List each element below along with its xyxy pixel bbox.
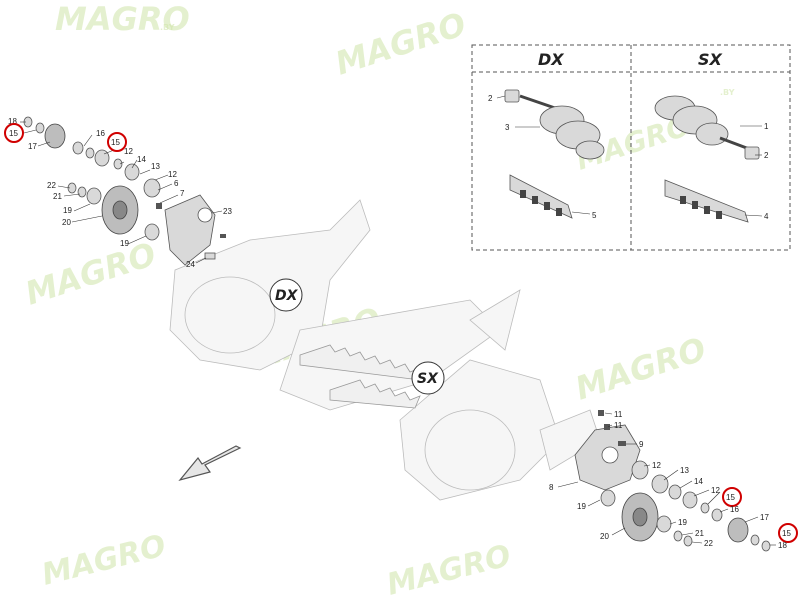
callout-1: 1: [764, 122, 769, 131]
callout-21: 21: [695, 529, 704, 538]
highlight-circle: [722, 487, 742, 507]
inset-box: DX SX: [471, 44, 791, 251]
auger-sx: [654, 95, 760, 223]
watermark-suffix: .BY: [160, 23, 175, 32]
view-label-sx: SX: [411, 361, 445, 395]
callout-13: 13: [151, 162, 160, 171]
view-label-dx: DX: [269, 278, 303, 312]
callout-5: 5: [592, 211, 597, 220]
arrow-down-left-icon: [178, 445, 242, 482]
watermark: MAGRO: [21, 235, 161, 313]
callout-18: 18: [8, 117, 17, 126]
callout-14: 14: [694, 477, 703, 486]
callout-10: 11: [614, 421, 623, 430]
drive-assembly-left: [23, 116, 226, 266]
callout-6: 6: [174, 179, 179, 188]
callout-22: 22: [704, 539, 713, 548]
callout-12: 12: [711, 486, 720, 495]
callout-12: 12: [124, 147, 133, 156]
callout-15: 15: [9, 129, 18, 138]
callout-4: 4: [764, 212, 769, 221]
highlight-circle: [778, 523, 798, 543]
callout-2: 2: [488, 94, 493, 103]
callout-12: 12: [168, 170, 177, 179]
callout-15: 15: [111, 138, 120, 147]
callout-15: 15: [726, 493, 735, 502]
callout-8: 8: [549, 483, 554, 492]
inset-header-dx: DX: [538, 50, 564, 69]
callout-24: 24: [186, 260, 195, 269]
callout-13: 13: [680, 466, 689, 475]
highlight-circle: [4, 123, 24, 143]
callout-9: 9: [639, 440, 644, 449]
callout-12: 12: [652, 461, 661, 470]
callout-21: 21: [53, 192, 62, 201]
callout-20: 20: [62, 218, 71, 227]
callout-18: 18: [778, 541, 787, 550]
callout-17: 17: [28, 142, 37, 151]
callout-7: 7: [180, 189, 185, 198]
callout-19: 19: [63, 206, 72, 215]
callout-11: 11: [614, 410, 623, 419]
callout-22: 22: [47, 181, 56, 190]
callout-19: 19: [577, 502, 586, 511]
watermark: MAGRO: [55, 0, 190, 38]
watermark: MAGRO: [38, 528, 169, 593]
callout-17: 17: [760, 513, 769, 522]
callout-16: 16: [730, 505, 739, 514]
inset-header-sx: SX: [698, 50, 723, 69]
watermark: MAGRO: [571, 330, 711, 408]
callout-16: 16: [96, 129, 105, 138]
sx-label: SX: [417, 371, 439, 387]
callout-2: 2: [764, 151, 769, 160]
callout-19: 19: [678, 518, 687, 527]
auger-dx: [504, 89, 605, 219]
watermark: MAGRO: [331, 5, 471, 83]
highlight-circle: [107, 132, 127, 152]
callout-19: 19: [120, 239, 129, 248]
machine-frame: [169, 199, 601, 501]
callout-20: 20: [600, 532, 609, 541]
watermark: MAGRO: [383, 538, 514, 600]
callout-14: 14: [137, 155, 146, 164]
watermark-suffix: .BY: [720, 88, 735, 97]
drive-assembly-right: [574, 410, 771, 552]
callout-3: 3: [505, 123, 510, 132]
callout-15: 15: [782, 529, 791, 538]
callout-23: 23: [223, 207, 232, 216]
dx-label: DX: [275, 288, 299, 304]
